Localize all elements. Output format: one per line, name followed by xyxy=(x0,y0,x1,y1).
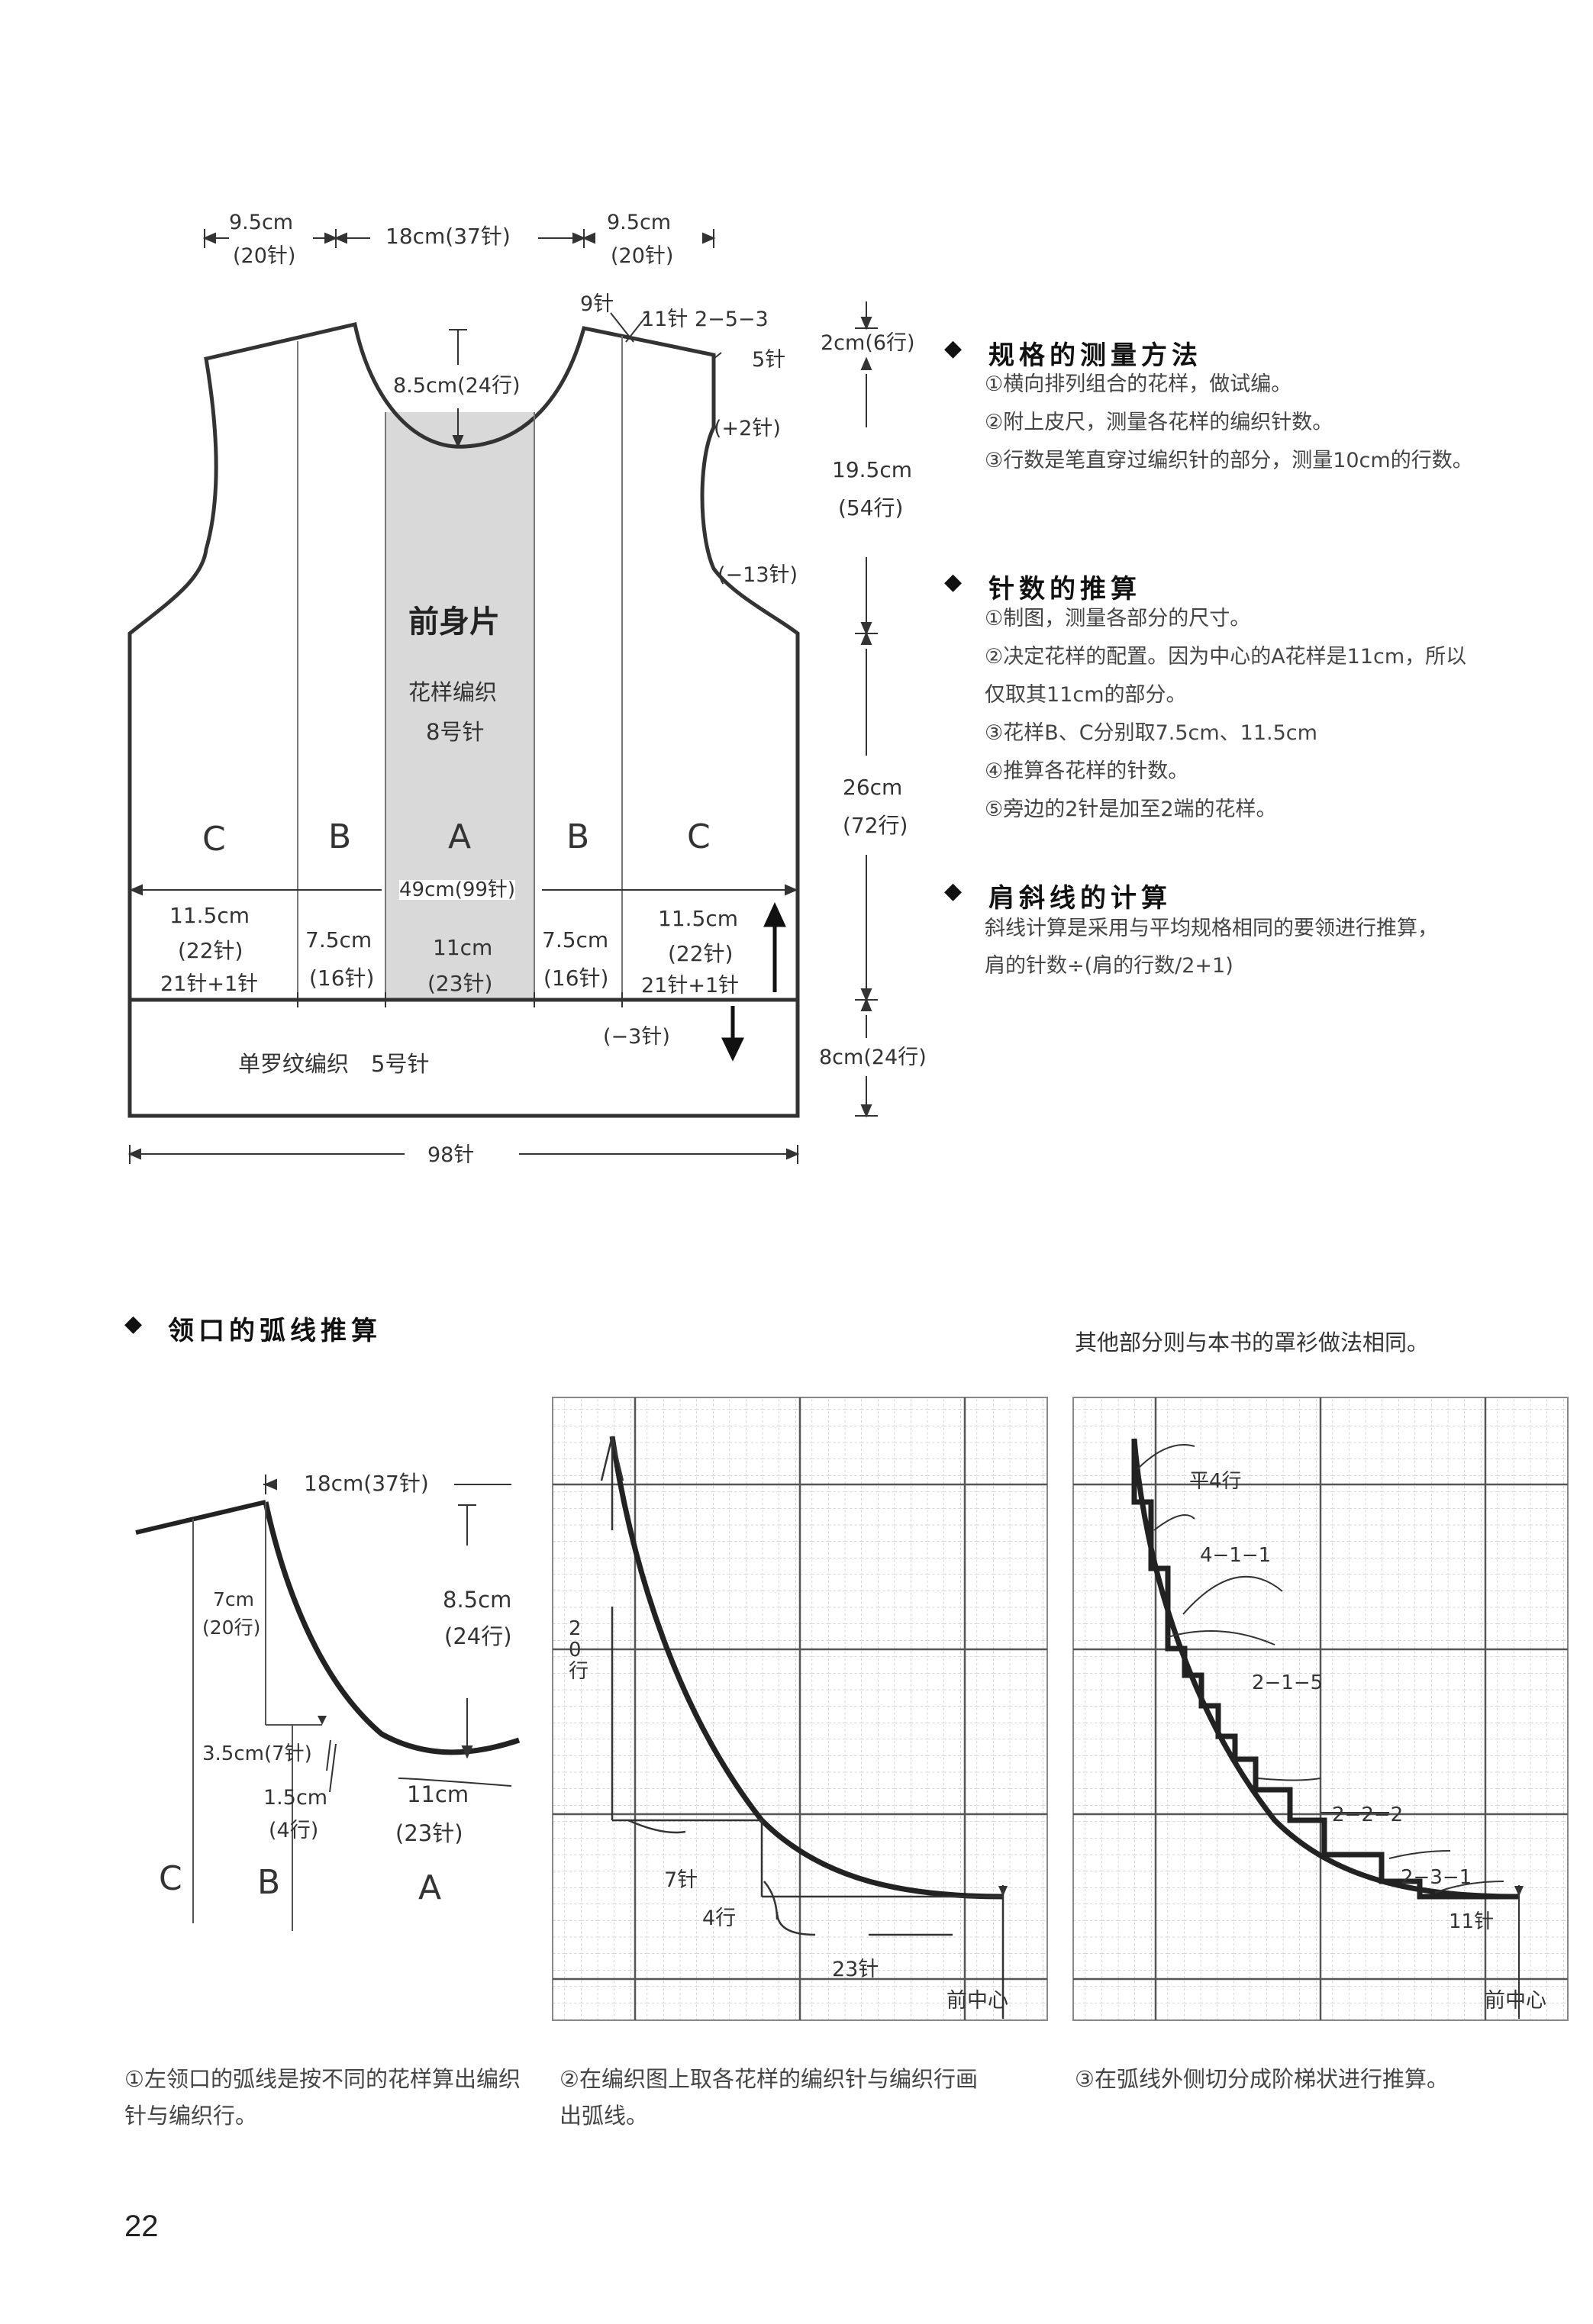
body-outline xyxy=(127,321,800,1002)
section-label-b-right: B xyxy=(566,817,590,856)
section-label-c-left: C xyxy=(202,820,226,859)
armhole-cm: 19.5cm xyxy=(832,457,913,482)
b-left-st: (16针) xyxy=(309,965,375,991)
section-label-a: A xyxy=(448,817,472,856)
step-center: 前中心 xyxy=(1485,1989,1546,2013)
b-right-cm: 7.5cm xyxy=(542,927,609,952)
rib-stitches: 98针 xyxy=(427,1143,475,1167)
neck1-depth-cm: 8.5cm xyxy=(443,1587,512,1613)
note-item: 斜线计算是采用与平均规格相同的要领进行推算， xyxy=(985,917,1438,940)
neck1-step2-cm: 1.5cm xyxy=(263,1786,328,1810)
armhole-increase: (+2针) xyxy=(714,417,781,440)
front-body-diagram xyxy=(127,229,878,1164)
note-item: ①制图，测量各部分的尺寸。 xyxy=(985,607,1251,630)
step-label-2-2-2: 2−2−2 xyxy=(1332,1803,1404,1826)
note-item: ⑤旁边的2针是加至2端的花样。 xyxy=(985,798,1277,821)
note-item: ②附上皮尺，测量各花样的编织针数。 xyxy=(985,411,1333,434)
neck-step-diagram xyxy=(1072,1397,1569,2021)
neck1-left-depth-rows: (20行) xyxy=(202,1616,261,1639)
neck-grid-diagram xyxy=(552,1397,1048,2021)
b-left-cm: 7.5cm xyxy=(305,927,372,952)
left-shoulder-stitches: (20针) xyxy=(233,244,296,268)
body-rows: (72行) xyxy=(843,813,908,838)
neck1-label-c: C xyxy=(159,1859,182,1898)
section-label-c-right: C xyxy=(687,817,711,856)
neck-depth: 8.5cm(24行) xyxy=(393,374,521,398)
diamond-bullet-icon: ◆ xyxy=(944,569,963,595)
diamond-bullet-icon: ◆ xyxy=(944,878,963,904)
left-shoulder-width: 9.5cm xyxy=(229,211,294,234)
note-title-shoulder: 肩斜线的计算 xyxy=(988,883,1172,914)
c-right-cm: 11.5cm xyxy=(658,906,739,931)
note-title-measure: 规格的测量方法 xyxy=(988,340,1202,371)
shoulder-note-5: 5针 xyxy=(752,348,786,372)
note-item: 仅取其11cm的部分。 xyxy=(985,683,1187,707)
neck1-step2-rows: (4行) xyxy=(269,1819,319,1842)
step-label-11st: 11针 xyxy=(1449,1910,1495,1933)
piece-title: 前身片 xyxy=(408,604,500,640)
c-right-calc: 21针+1针 xyxy=(641,974,740,998)
step-label-flat4: 平4行 xyxy=(1189,1470,1242,1493)
note-item: ③花样B、C分别取7.5cm、11.5cm xyxy=(985,721,1317,745)
neck1-width: 18cm(37针) xyxy=(304,1471,429,1496)
b-right-st: (16针) xyxy=(543,965,609,991)
note-item: ③行数是笔直穿过编织针的部分，测量10cm的行数。 xyxy=(985,449,1473,472)
shoulder-note-9: 9针 xyxy=(580,292,614,316)
neck1-depth-rows: (24行) xyxy=(444,1623,512,1649)
grid2-rows4: 4行 xyxy=(702,1907,737,1930)
grid2-center: 前中心 xyxy=(946,1989,1008,2013)
step-label-4-1-1: 4−1−1 xyxy=(1200,1544,1272,1567)
armhole-decrease: (−13针) xyxy=(717,563,798,587)
right-shoulder-stitches: (20针) xyxy=(611,244,674,268)
caption-2: ②在编织图上取各花样的编织针与编织行画出弧线。 xyxy=(559,2066,978,2129)
grid2-st7: 7针 xyxy=(664,1868,698,1892)
a-cm: 11cm xyxy=(433,935,493,960)
c-left-calc: 21针+1针 xyxy=(160,972,259,996)
note-item: ②决定花样的配置。因为中心的A花样是11cm，所以 xyxy=(985,645,1467,669)
neck1-bottom-st: (23针) xyxy=(395,1820,463,1846)
step-label-2-3-1: 2−3−1 xyxy=(1401,1866,1472,1889)
body-cm: 26cm xyxy=(843,775,903,800)
diamond-bullet-icon: ◆ xyxy=(124,1310,143,1337)
neck1-left-depth-cm: 7cm xyxy=(213,1588,255,1610)
neck-section-title: 领口的弧线推算 xyxy=(168,1316,382,1346)
rib-label: 单罗纹编织 5号针 xyxy=(238,1051,430,1077)
step-label-2-1-5: 2−1−5 xyxy=(1252,1671,1324,1694)
grid2-rows20: 20行 xyxy=(569,1617,589,1683)
c-right-st: (22针) xyxy=(668,941,734,966)
page-number: 22 xyxy=(124,2210,159,2243)
shoulder-rows: 2cm(6行) xyxy=(821,331,915,355)
note-title-stitches: 针数的推算 xyxy=(988,574,1141,604)
neck1-label-a: A xyxy=(418,1868,442,1907)
note-item: 肩的针数÷(肩的行数/2+1) xyxy=(985,954,1233,978)
right-shoulder-width: 9.5cm xyxy=(607,211,672,234)
grid2-st23: 23针 xyxy=(832,1958,879,1981)
c-left-st: (22针) xyxy=(178,938,243,963)
c-left-cm: 11.5cm xyxy=(169,903,250,928)
a-st: (23针) xyxy=(427,971,493,996)
note-item: ①横向排列组合的花样，做试编。 xyxy=(985,372,1292,396)
rib-band xyxy=(127,998,800,1118)
pattern-name: 花样编织 xyxy=(408,679,498,705)
diamond-bullet-icon: ◆ xyxy=(944,335,963,362)
note-item: ④推算各花样的针数。 xyxy=(985,759,1189,783)
shoulder-note-11: 11针 2−5−3 xyxy=(641,308,769,331)
neck-width: 18cm(37针) xyxy=(385,224,511,249)
caption-1: ①左领口的弧线是按不同的花样算出编织针与编织行。 xyxy=(124,2066,521,2129)
caption-3: ③在弧线外侧切分成阶梯状进行推算。 xyxy=(1075,2066,1449,2092)
neck1-label-b: B xyxy=(257,1863,281,1902)
total-width: 49cm(99针) xyxy=(399,878,516,901)
panel-a-shading xyxy=(385,412,534,1000)
armhole-rows: (54行) xyxy=(838,495,904,521)
needle-main: 8号针 xyxy=(426,719,485,745)
neck1-bottom-cm: 11cm xyxy=(407,1781,469,1807)
rib-decrease: (−3针) xyxy=(603,1025,670,1049)
neck-curve-diagram xyxy=(135,1475,521,1931)
neck1-step1: 3.5cm(7针) xyxy=(202,1742,312,1765)
section-label-b-left: B xyxy=(328,817,352,856)
rib-rows: 8cm(24行) xyxy=(819,1046,927,1069)
other-parts-note: 其他部分则与本书的罩衫做法相同。 xyxy=(1075,1330,1430,1355)
